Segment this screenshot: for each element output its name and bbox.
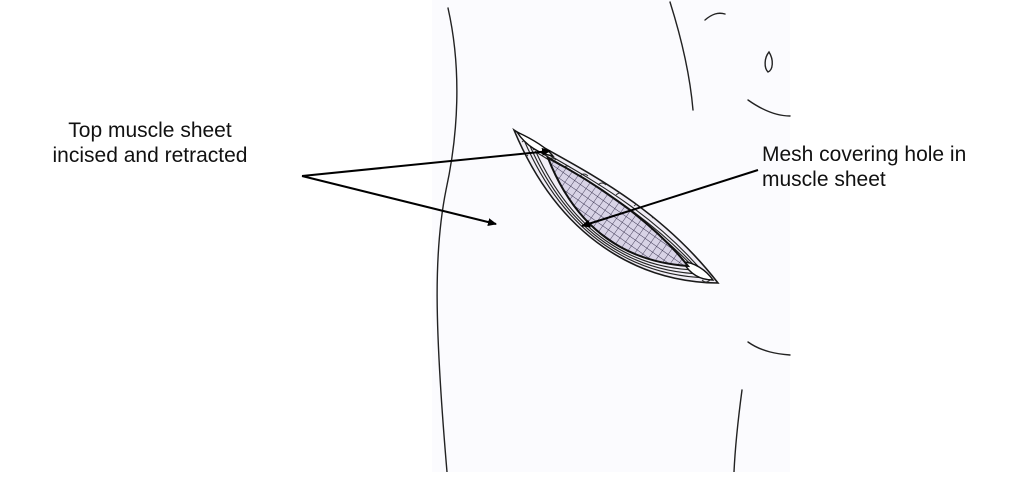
label-left-line-2: incised and retracted (0, 143, 300, 168)
label-left-line-1: Top muscle sheet (0, 118, 300, 143)
label-mesh: Mesh covering hole in muscle sheet (762, 142, 966, 192)
label-right-line-2: muscle sheet (762, 167, 966, 192)
label-top-muscle-sheet: Top muscle sheet incised and retracted (0, 118, 300, 168)
label-right-line-1: Mesh covering hole in (762, 142, 966, 167)
